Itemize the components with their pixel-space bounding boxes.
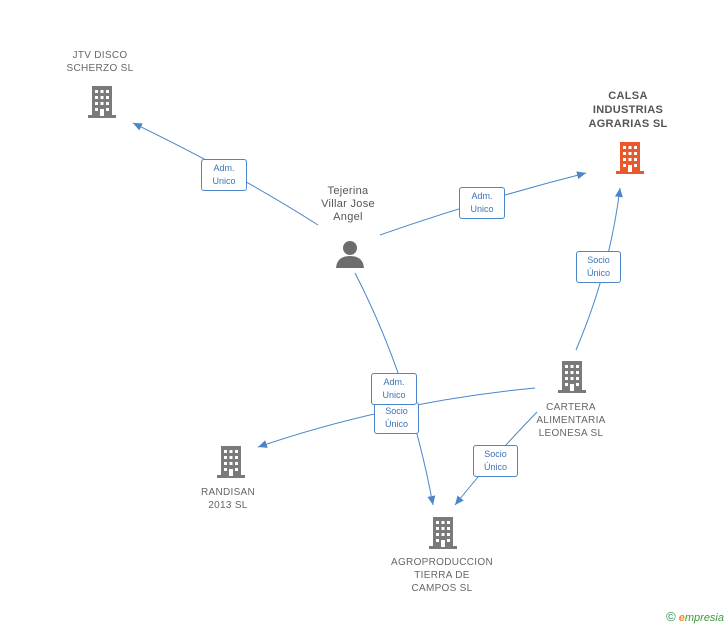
node-label-jtv[interactable]: JTV DISCO SCHERZO SL	[66, 50, 134, 74]
brand-logo-text: mpresia	[684, 612, 724, 624]
node-label-calsa[interactable]: CALSA INDUSTRIAS AGRARIAS SL	[588, 90, 668, 130]
node-label-agro[interactable]: AGROPRODUCCION TIERRA DE CAMPOS SL	[391, 557, 493, 594]
edge-label-cartera-randisan[interactable]: Socio Único	[374, 402, 419, 434]
building-icon[interactable]	[215, 444, 247, 478]
copyright-symbol: ©	[666, 609, 676, 624]
building-icon[interactable]	[556, 359, 588, 393]
building-icon[interactable]	[86, 84, 118, 118]
building-icon[interactable]	[614, 140, 646, 174]
node-label-randisan[interactable]: RANDISAN 2013 SL	[200, 487, 256, 511]
brand-logo-e: e	[678, 612, 685, 624]
node-label-cartera[interactable]: CARTERA ALIMENTARIA LEONESA SL	[536, 402, 606, 439]
person-icon[interactable]	[335, 239, 365, 269]
edge-label-tejerina-agro[interactable]: Adm. Unico	[371, 373, 417, 405]
edge-label-tejerina-calsa[interactable]: Adm. Unico	[459, 187, 505, 219]
brand-footer: ©empresia	[666, 609, 724, 624]
edge-label-tejerina-jtv[interactable]: Adm. Unico	[201, 159, 247, 191]
edge-label-cartera-agro[interactable]: Socio Único	[473, 445, 518, 477]
edge-label-cartera-calsa[interactable]: Socio Único	[576, 251, 621, 283]
node-label-tejerina[interactable]: Tejerina Villar Jose Angel	[321, 185, 375, 223]
building-icon[interactable]	[427, 515, 459, 549]
